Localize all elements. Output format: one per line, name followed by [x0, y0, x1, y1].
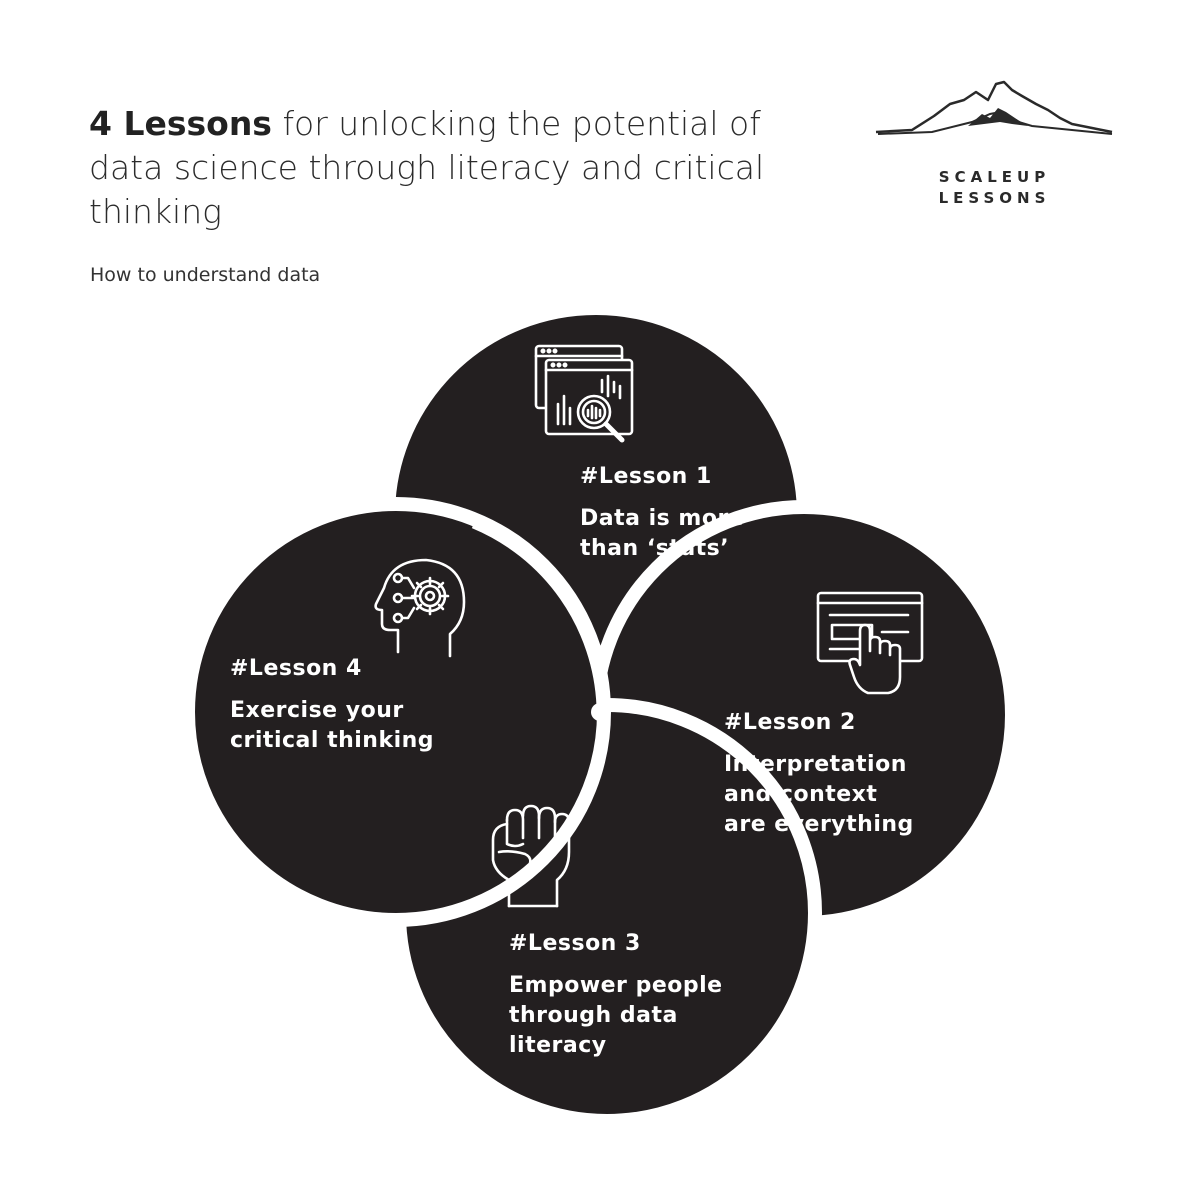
data-analysis-icon [534, 344, 634, 443]
lesson-2-number: #Lesson 2 [724, 710, 856, 735]
lesson-3-text: #Lesson 3 Empower people through data li… [509, 929, 723, 1061]
lesson-4-text: #Lesson 4 Exercise your critical thinkin… [230, 654, 434, 756]
lesson-4-description: Exercise your critical thinking [230, 698, 435, 753]
lesson-1-description: Data is more than ‘stats’ [580, 506, 745, 561]
lesson-1-overlap [471, 517, 608, 707]
lesson-1-number: #Lesson 1 [580, 464, 712, 489]
lesson-2-text: #Lesson 2 Interpretation and context are… [724, 708, 914, 840]
logo-text-lessons: LESSONS [938, 189, 1051, 207]
title-bold: 4 Lessons [89, 104, 272, 143]
touch-screen-icon [816, 591, 924, 695]
logo-text-scaleup: SCALEUP [938, 168, 1051, 186]
page-subtitle: How to understand data [90, 264, 321, 286]
center-dot [591, 703, 609, 721]
lesson-2-description: Interpretation and context are everythin… [724, 752, 914, 837]
page-title: 4 Lessons for unlocking the potential of… [89, 102, 789, 234]
lesson-3-number: #Lesson 3 [509, 931, 641, 956]
head-gear-icon [374, 558, 466, 658]
title-rest: for unlocking the potential of data scie… [89, 104, 765, 231]
lesson-1-text: #Lesson 1 Data is more than ‘stats’ [580, 462, 744, 564]
logo: SCALEUP LESSONS [872, 70, 1117, 220]
lesson-4-number: #Lesson 4 [230, 656, 362, 681]
lesson-3-description: Empower people through data literacy [509, 973, 723, 1058]
mountain-icon [875, 80, 1113, 135]
raised-fist-icon [491, 804, 571, 908]
